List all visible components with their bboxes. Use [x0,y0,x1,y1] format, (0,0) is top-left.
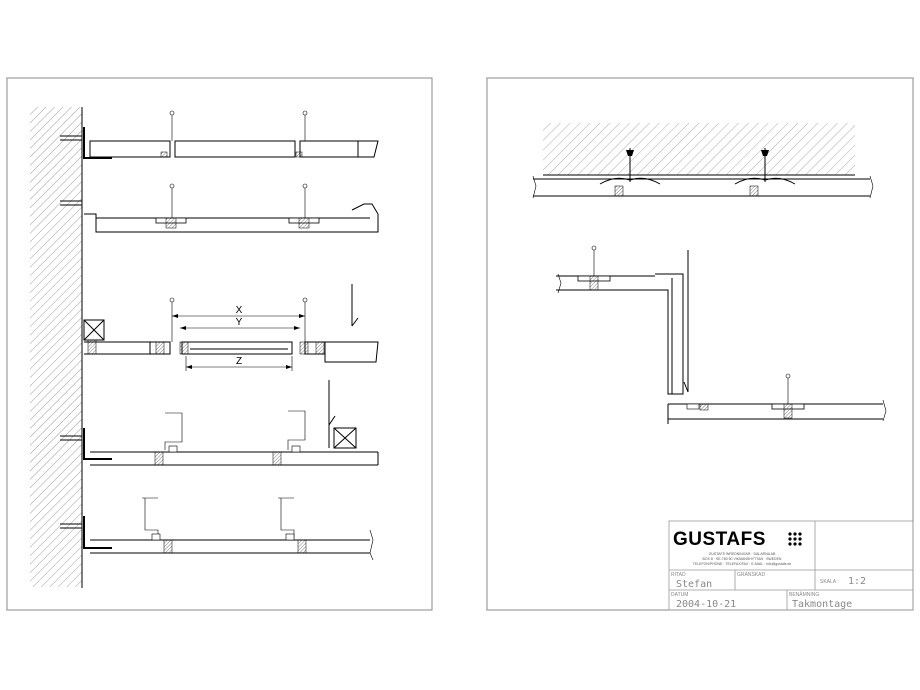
dimension-label-y: Y [236,317,243,328]
wall-section [30,107,83,588]
date-value: 2004-10-21 [676,599,736,610]
left-sheet-frame [6,77,433,611]
detail-2 [60,183,379,233]
right-sheet: GUSTAFS GUSTAFS INREDNINGAR · DALARNA AB… [486,77,914,611]
drawing-name-value: Takmontage [792,599,852,610]
left-sheet: X Y Z [6,77,433,611]
dimension-label-x: X [236,305,243,316]
title-block: GUSTAFS GUSTAFS INREDNINGAR · DALARNA AB… [668,520,914,611]
drawing-name-label: BENÄMNING [789,591,819,598]
drawn-by-label: RITAD [671,572,686,578]
detail-1 [60,110,379,159]
bulkhead-detail [556,245,887,424]
ceiling-section [532,123,874,199]
detail-5 [60,497,374,561]
scale-label: SKALA : [820,579,839,585]
scale-value: 1:2 [848,576,866,587]
company-info-line-1: GUSTAFS INREDNINGAR · DALARNA AB [709,552,776,556]
date-label: DATUM [671,592,688,598]
company-info-line-2: BOX 8 · SE-780 50 VIKMANSHYTTAN · SWEDEN [703,557,782,561]
company-info-line-3: TELEFON/PHONE · TELEFAX/FAX · E-MAIL · i… [693,562,792,566]
company-logo-dots-icon [788,532,802,546]
detail-4 [60,380,379,466]
company-logo-text: GUSTAFS [673,529,766,550]
drawn-by-value: Stefan [676,579,712,590]
checked-label: GRANSKAD [737,572,765,578]
detail-3: X Y Z [83,284,379,371]
dimension-label-z: Z [236,356,242,367]
